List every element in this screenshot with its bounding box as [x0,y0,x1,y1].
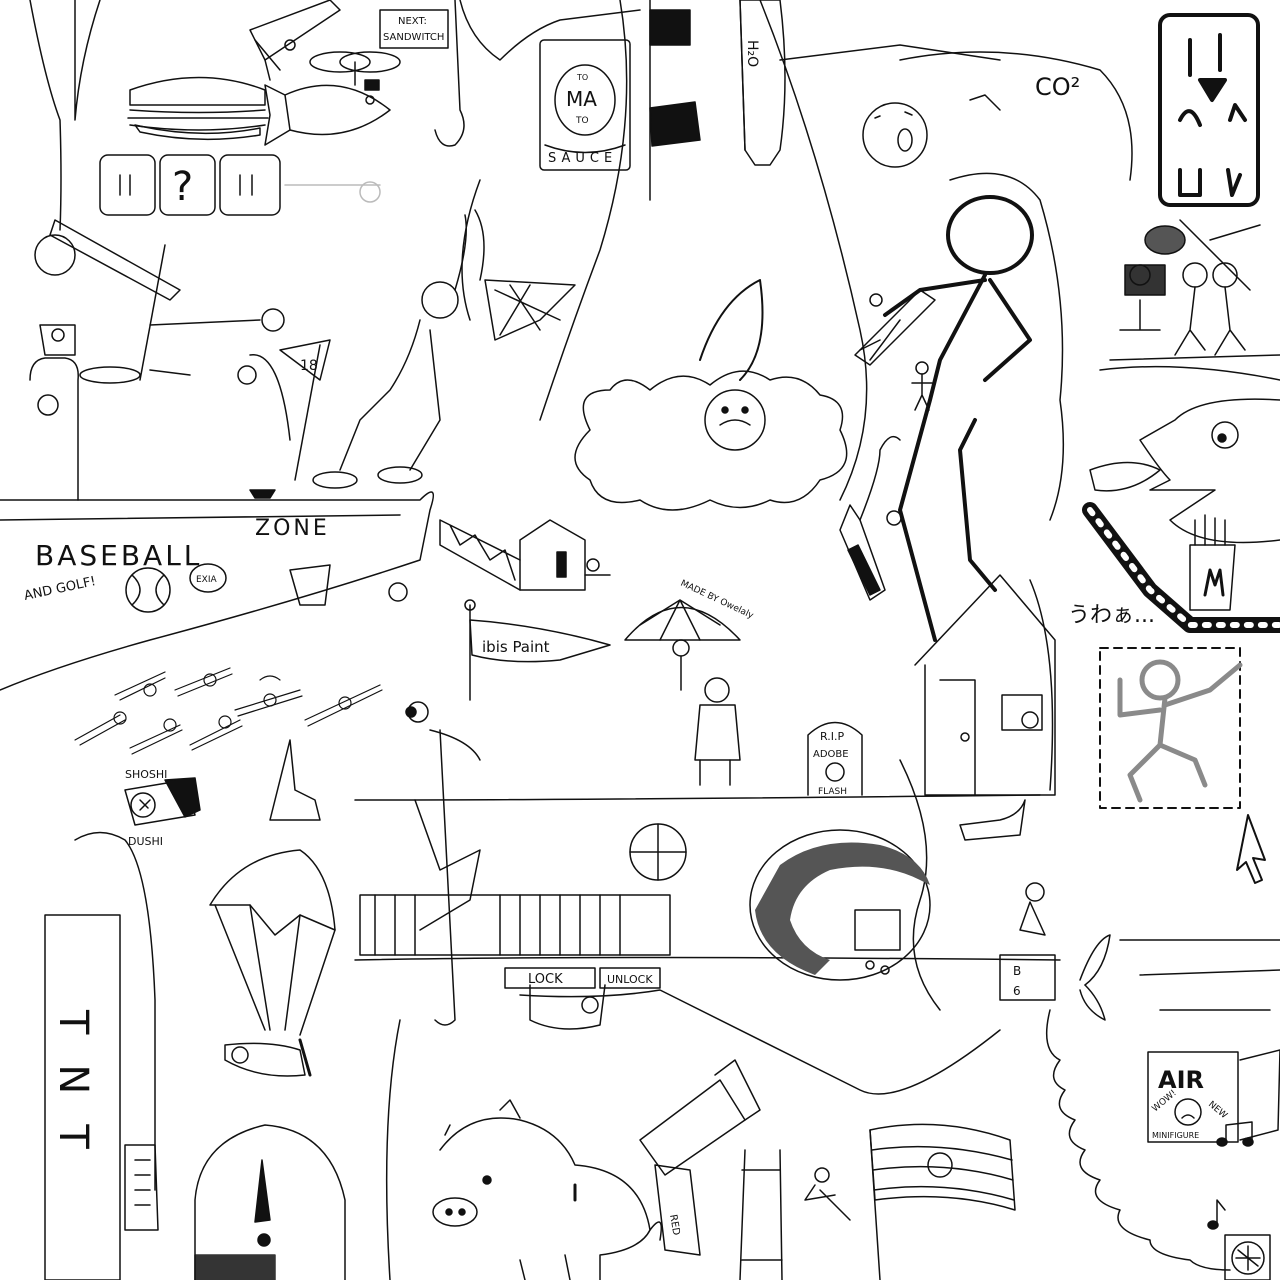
truss [289,519,521,606]
flag-18-label: 18 [300,358,318,374]
tomato-ma: MA [566,87,597,111]
exclamation-icon [257,1233,271,1247]
lock-buttons [504,967,661,1030]
exia-label: EXIA [196,575,218,585]
minifigure-label: MINIFIGURE [1152,1131,1199,1140]
bridge-deck [359,729,671,1026]
pig [432,1099,662,1280]
ibis-paint-banner [464,599,611,701]
and-golf-label: AND GOLF! [23,574,98,604]
coil-spring [1045,1009,1231,1271]
ladder [739,1149,851,1280]
tuning-fork [29,0,181,301]
unlock-button[interactable]: UNLOCK [607,973,653,986]
birdhouse [519,519,611,591]
cursor-arrow-icon [1236,814,1266,884]
air-minifigure-bag [1147,1049,1280,1143]
misc-doodles [405,289,1026,841]
selection-box [1099,647,1241,809]
h2o-label: H₂O [744,40,760,67]
b6-b: B [1013,964,1021,978]
new-label: NEW [1206,1100,1229,1121]
camera-crew [1109,219,1280,361]
baseball-icon [125,567,171,613]
next-sign-title: NEXT: [398,16,427,27]
japanese-label: うわぁ... [1068,603,1155,628]
tomato-to2: TO [575,116,589,126]
flash-tombstone [807,721,863,796]
sandwich [127,76,269,141]
tomato-to: TO [576,73,588,82]
b6-6: 6 [1013,984,1021,998]
helicopter-fish [264,51,401,146]
baseball-batter [249,209,576,499]
h2o-bottle [739,0,786,166]
rip-label: R.I.P [820,730,844,743]
fries [1189,514,1236,611]
sauce-label: SAUCE [548,151,617,166]
shoshi-dushi-capsule [124,777,201,826]
satellite-swarm [74,667,383,755]
next-sign [379,0,465,147]
remote-device [1158,13,1260,207]
telescope [639,1059,761,1256]
golf-scene [29,244,331,501]
portal-circle [749,829,931,981]
grey-dancing-figure [1117,659,1243,803]
next-sign-item: SANDWITCH [383,32,444,43]
adobe-label: ADOBE [813,749,849,760]
pencil [839,435,901,601]
striped-flag [869,1123,1016,1280]
dushi-label: DUSHI [128,835,163,848]
parachute-rocket [209,739,336,1077]
lock-button[interactable]: LOCK [528,972,563,987]
co2-label: CO² [1035,73,1080,101]
hot-air-balloon [629,823,687,881]
exclamation-dome [194,1124,346,1280]
ibis-paint-label: ibis Paint [482,638,550,656]
speaker-box [1224,1234,1271,1280]
shoshi-label: SHOSHI [125,768,167,781]
propeller [1079,934,1111,1021]
house [914,574,1056,796]
tnt-label: TNT [50,1009,96,1179]
rocket-top [249,0,341,81]
air-label: AIR [1158,1066,1204,1094]
grumpy-cloud [574,279,848,511]
music-note-icon [1207,1121,1254,1230]
tomato-sauce-label [539,39,631,171]
baseball-label: BASEBALL [35,539,202,572]
red-can-label: RED [667,1214,682,1237]
question-block-row: ? [99,154,381,216]
giant-stick-figure [883,195,1034,642]
zone-label: ZONE [255,516,330,541]
made-by-label: MADE BY Owelaly [679,579,756,622]
dark-columns [649,0,746,201]
bearded-figure [999,882,1056,1001]
umbrella-figure [624,599,741,786]
tnt-tower [44,831,159,1280]
surprised-face [862,94,1001,168]
flash-label: FLASH [818,787,847,797]
question-block-icon: ? [172,164,193,210]
big-face [1089,398,1280,544]
